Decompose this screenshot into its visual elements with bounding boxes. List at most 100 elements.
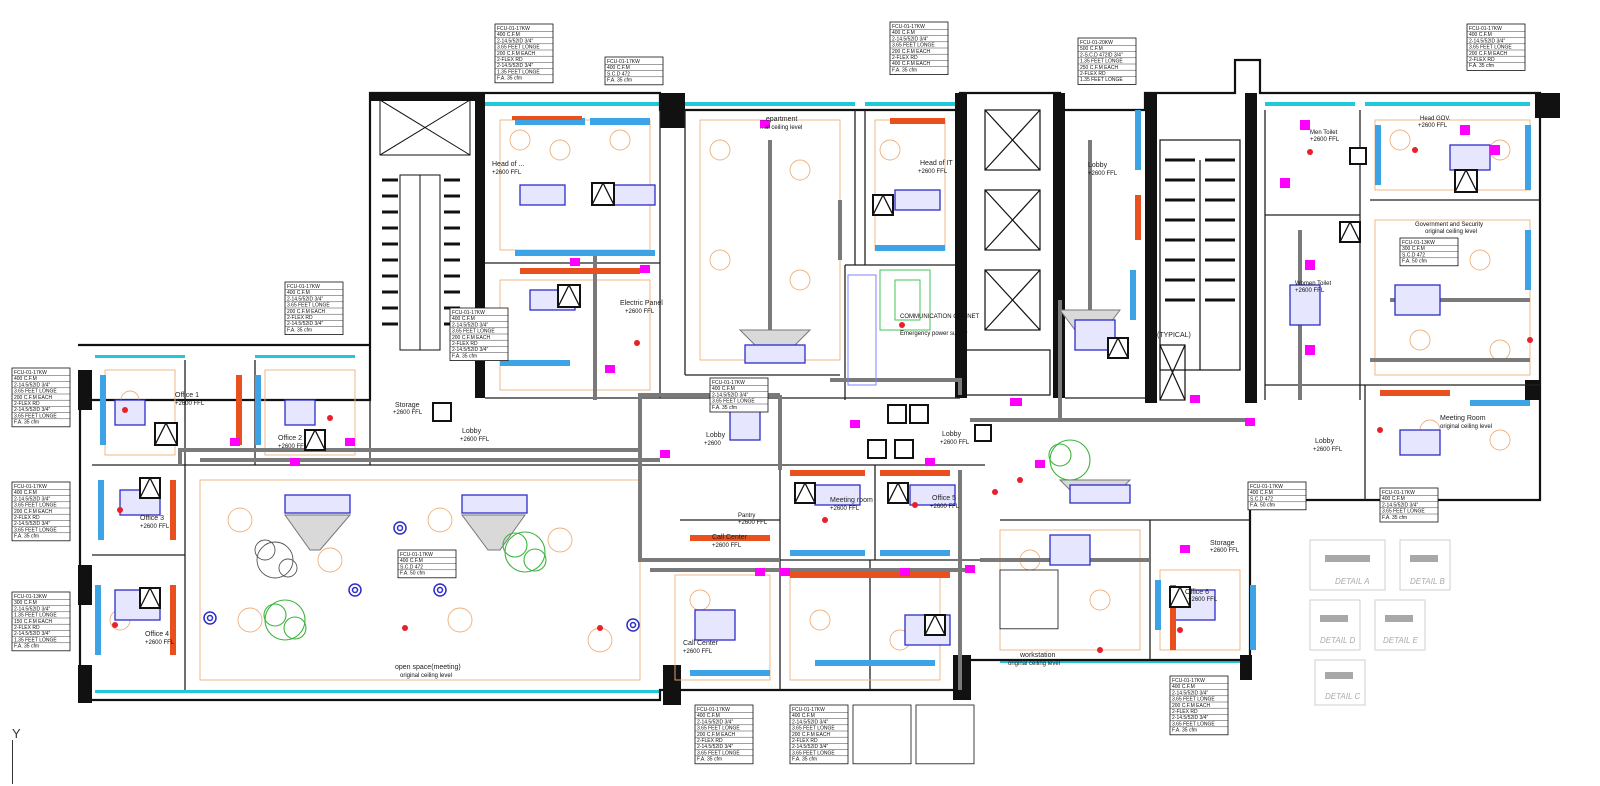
schedule-line: 200 C.F.M EACH <box>1469 51 1507 57</box>
fcu-marker-x <box>139 169 1478 636</box>
schedule-line: F.A. 35 cfm <box>712 405 737 411</box>
schedule-line: 500 C.F.M <box>1080 46 1103 52</box>
schedule-line: F.A. 35 cfm <box>14 420 39 426</box>
schedule-line: 2-FLEX RD <box>1172 709 1198 715</box>
schedule-line: 200 C.F.M EACH <box>792 732 830 738</box>
room-sub-menwc: +2600 FFL <box>1310 137 1340 143</box>
y-axis-label: Y <box>12 726 21 741</box>
schedule-line: F.A. 35 cfm <box>792 757 817 763</box>
room-label-womenwc: Women Toilet <box>1295 281 1331 287</box>
schedule-box <box>1077 37 1137 85</box>
schedule-box <box>1247 481 1307 511</box>
schedule-line: 300 C.F.M <box>1402 246 1425 252</box>
schedule-line: 3.65 FEET LONGE <box>1172 697 1215 703</box>
room-label-office2: Office 2 <box>278 435 302 442</box>
schedule-line: F.A. 35 cfm <box>892 67 917 73</box>
schedule-line: 400 C.F.M <box>497 32 520 38</box>
schedule-line: FCU-01-17KW <box>1382 490 1415 496</box>
room-label-electric: Electric Panel <box>620 300 663 307</box>
interior-partitions <box>92 110 1540 690</box>
schedule-line: 2-FLEX RD <box>892 55 918 61</box>
schedule-box <box>1379 487 1439 523</box>
schedule-line: 3.65 FEET LONGE <box>452 329 495 335</box>
schedule-box <box>889 21 949 75</box>
room-label-govsec: Government and Security <box>1415 222 1483 228</box>
schedule-line: 200 C.F.M EACH <box>452 335 490 341</box>
room-sub-office4: +2600 FFL <box>145 640 175 646</box>
schedule-line: 200 C.F.M EACH <box>697 732 735 738</box>
room-sub-pantry: +2600 FFL <box>738 520 768 526</box>
room-label-office3: Office 3 <box>140 515 164 522</box>
schedule-line: 400 C.F.M <box>712 386 735 392</box>
room-label-meeting2: Meeting room <box>830 497 873 504</box>
schedule-line: 2-S.C.D 472ID 3/4" <box>1080 52 1123 58</box>
room-sub-callcenter2: +2600 FFL <box>683 649 713 655</box>
schedule-line: 3.65 FEET LONGE <box>697 750 740 756</box>
room-label-workstation: workstation <box>1019 652 1056 659</box>
room-label-lobby1: Lobby <box>462 428 482 435</box>
detail-label-c: DETAIL C <box>1325 692 1360 701</box>
room-label-office5: Office 5 <box>932 495 956 502</box>
communication-room <box>847 269 931 386</box>
schedule-line: 2-14.5/52ID 3/4" <box>452 347 488 353</box>
schedule-line: 2-FLEX RD <box>14 515 40 521</box>
room-label-headofx: Head of ... <box>492 161 524 168</box>
schedule-line: FCU-01-13KW <box>14 594 47 600</box>
room-sub-lobby2: +2600 FFL <box>1088 171 1118 177</box>
room-labels: Office 1 +2600 FFL Storage +2600 FFL Off… <box>140 116 1492 679</box>
room-sub-office2: +2600 FFL <box>278 444 308 450</box>
schedule-box <box>11 481 71 542</box>
schedule-line: 200 C.F.M EACH <box>287 309 325 315</box>
room-sub-callcenter: +2600 FFL <box>712 543 742 549</box>
schedule-line: 2-14.5/52ID 3/4" <box>14 606 50 612</box>
schedule-box <box>397 549 457 579</box>
room-sub-meeting2: +2600 FFL <box>830 506 860 512</box>
schedule-line: 3.65 FEET LONGE <box>497 45 540 51</box>
schedule-line: 400 C.F.M <box>452 316 475 322</box>
schedule-line: 3.65 FEET LONGE <box>14 503 57 509</box>
schedule-line: 2-14.5/52ID 3/4" <box>712 392 748 398</box>
room-label-meeting: Meeting Room <box>1440 415 1486 422</box>
schedule-line: 2-FLEX RD <box>792 738 818 744</box>
schedule-line: F.A. 50 cfm <box>1402 259 1427 265</box>
schedule-line: 400 C.F.M <box>1469 32 1492 38</box>
schedule-line: F.A. 35 cfm <box>14 644 39 650</box>
schedule-line: 3.65 FEET LONGE <box>1382 509 1425 515</box>
schedule-line: FCU-01-17KW <box>792 707 825 713</box>
room-label-pantry: Pantry <box>738 513 755 519</box>
schedule-line: 2-14.5/52ID 3/4" <box>287 321 323 327</box>
supply-air-grilles <box>95 110 1531 676</box>
schedule-line: 300 C.F.M <box>14 600 37 606</box>
diffuser-hoppers <box>284 309 1132 551</box>
elevator-shafts <box>964 109 1241 401</box>
schedule-line: 2-14.5/52ID 3/4" <box>792 744 828 750</box>
room-sub-headofx: +2600 FFL <box>492 170 522 176</box>
room-sub-headgov: +2600 FFL <box>1418 123 1448 129</box>
room-label-callcenter: Call Center <box>712 534 748 541</box>
fan-coil-units <box>114 144 1491 646</box>
wall-columns <box>78 93 1560 705</box>
schedule-line: FCU-01-17KW <box>697 707 730 713</box>
detail-label-d: DETAIL D <box>1320 636 1355 645</box>
schedule-line: 1.35 FEET LONGE <box>14 637 57 643</box>
schedule-line: 200 C.F.M EACH <box>14 395 52 401</box>
schedule-line: F.A. 35 cfm <box>1469 63 1494 69</box>
schedule-line: FCU-01-17KW <box>607 59 640 65</box>
schedule-line: 2-14.5/52ID 3/4" <box>14 631 50 637</box>
schedule-line: 2-14.5/52ID 3/4" <box>14 382 50 388</box>
schedule-box <box>11 367 71 428</box>
room-label-commroom: COMMUNICATION CABINET <box>900 314 980 320</box>
schedule-line: 3.65 FEET LONGE <box>14 389 57 395</box>
schedule-box <box>494 23 554 84</box>
schedule-box <box>999 569 1059 630</box>
schedule-line: F.A. 35 cfm <box>697 757 722 763</box>
schedule-line: 1.35 FEET LONGE <box>1080 77 1123 83</box>
schedule-box <box>284 281 344 335</box>
room-label-lobby5: Lobby <box>1315 438 1335 445</box>
schedule-line: 2-14.5/52ID 3/4" <box>1172 690 1208 696</box>
room-sub-lobby1: +2600 FFL <box>460 437 490 443</box>
schedule-line: 400 C.F.M <box>1382 496 1405 502</box>
detail-label-a: DETAIL A <box>1335 577 1370 586</box>
schedule-box <box>709 377 769 413</box>
